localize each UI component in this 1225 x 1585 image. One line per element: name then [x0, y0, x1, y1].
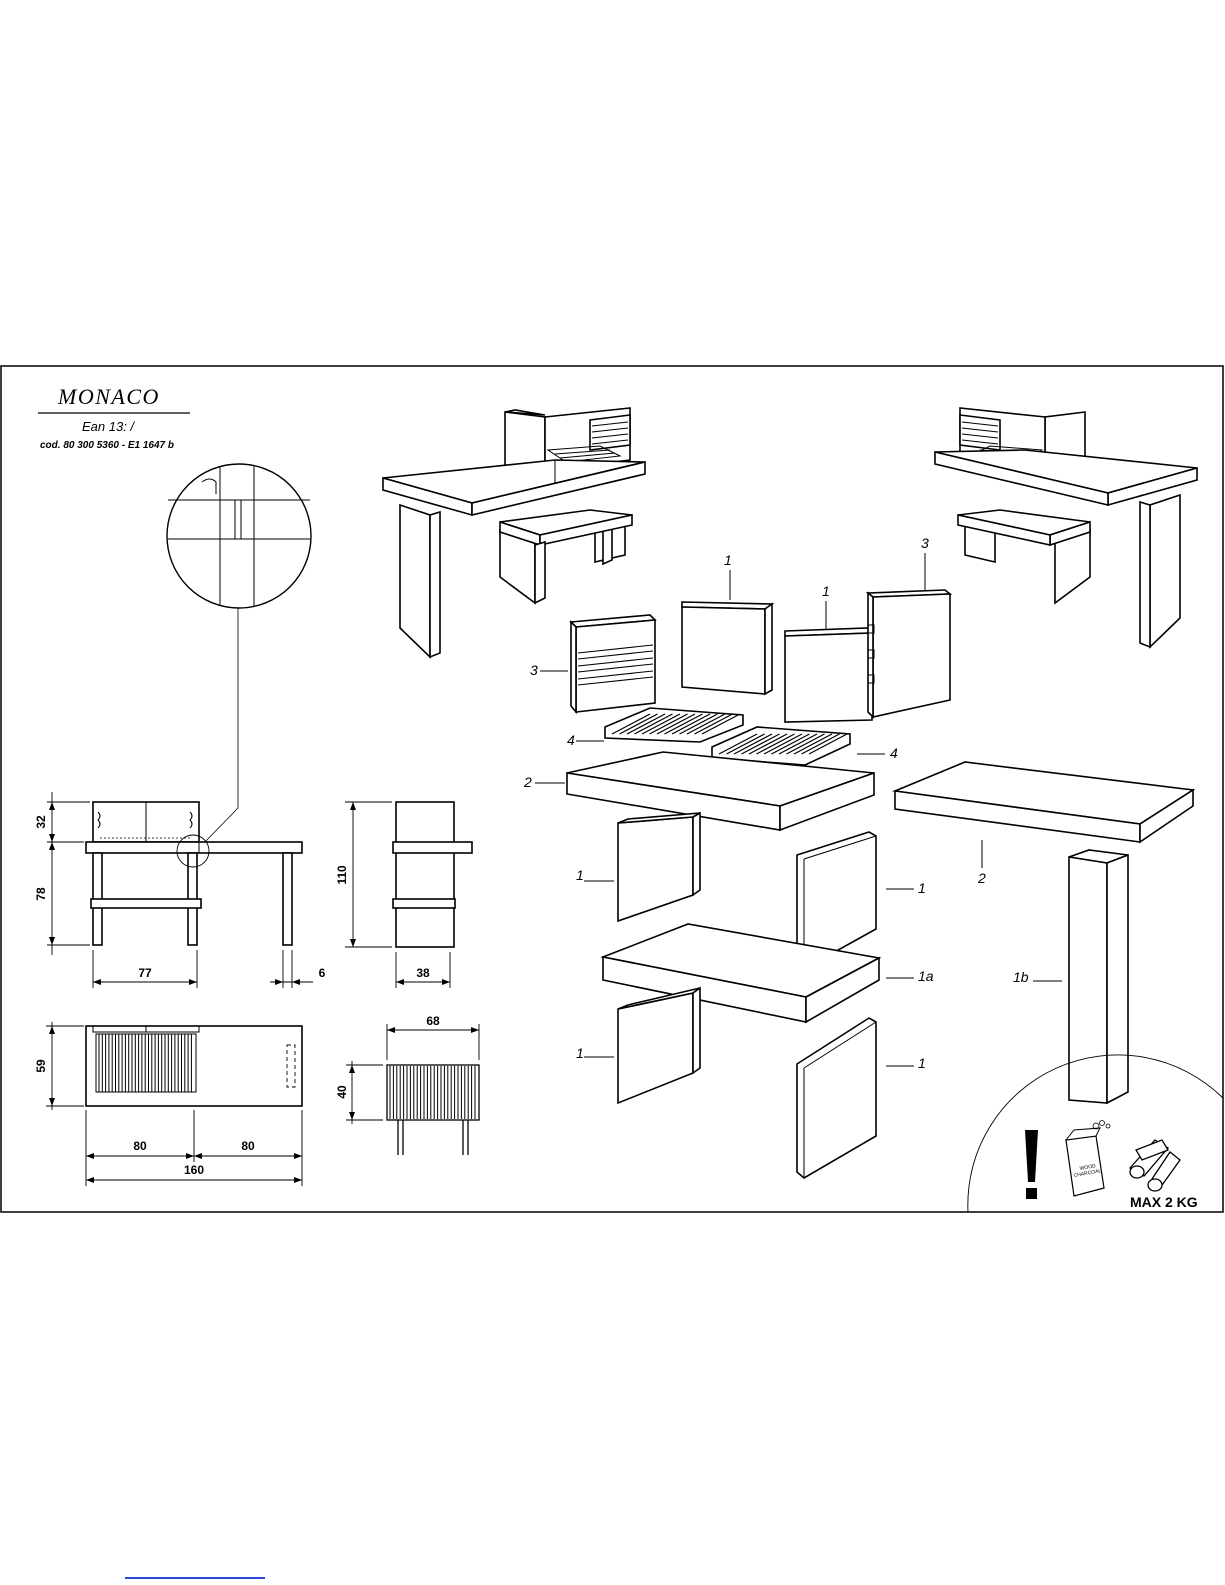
exploded-view: [567, 590, 1193, 1178]
dim-68: 68: [426, 1014, 440, 1028]
product-code: cod. 80 300 5360 - E1 1647 b: [40, 440, 174, 451]
dim-80-right: 80: [241, 1139, 255, 1153]
dim-59: 59: [34, 1059, 48, 1073]
dim-110: 110: [335, 865, 349, 885]
top-view: 59 80 80 160: [34, 1022, 302, 1186]
grill-rack-detail: 68 40: [335, 1014, 479, 1155]
dim-6: 6: [319, 966, 326, 980]
label-part-1-middle-left: 1: [576, 867, 584, 883]
dim-32: 32: [34, 815, 48, 829]
title-block: MONACO Ean 13: / cod. 80 300 5360 - E1 1…: [38, 384, 190, 451]
label-part-1-middle-right: 1: [918, 880, 926, 896]
label-part-4-right: 4: [890, 745, 898, 761]
product-title: MONACO: [57, 384, 160, 409]
label-part-2-left: 2: [523, 774, 532, 790]
label-part-1b: 1b: [1013, 969, 1029, 985]
label-part-1-upper-right: 1: [822, 583, 830, 599]
label-part-1-lower-left: 1: [576, 1045, 584, 1061]
label-part-3-left: 3: [530, 662, 538, 678]
dim-80-left: 80: [133, 1139, 147, 1153]
dim-78: 78: [34, 887, 48, 901]
dim-38: 38: [416, 966, 430, 980]
label-part-3-right: 3: [921, 535, 929, 551]
label-part-1a: 1a: [918, 968, 934, 984]
footer-link-underline[interactable]: [125, 1577, 265, 1579]
side-view: 110 38: [335, 802, 472, 988]
exclamation-icon: [1025, 1130, 1038, 1182]
charcoal-bag-icon: WOOD CHARCOAL: [1066, 1121, 1110, 1197]
dim-77: 77: [138, 966, 152, 980]
assembled-view-right: [935, 408, 1197, 647]
dim-160: 160: [184, 1163, 204, 1177]
dim-40: 40: [335, 1085, 349, 1099]
max-load-label: MAX 2 KG: [1130, 1194, 1198, 1210]
detail-magnifier: [167, 464, 311, 845]
ean-label: Ean 13: /: [82, 419, 135, 434]
label-part-1-lower-right: 1: [918, 1055, 926, 1071]
firewood-icon: [1130, 1140, 1180, 1191]
label-part-4-left: 4: [567, 732, 575, 748]
label-part-1-upper: 1: [724, 552, 732, 568]
front-view: 32 78 77 6: [34, 792, 326, 988]
label-part-2-right: 2: [977, 870, 986, 886]
